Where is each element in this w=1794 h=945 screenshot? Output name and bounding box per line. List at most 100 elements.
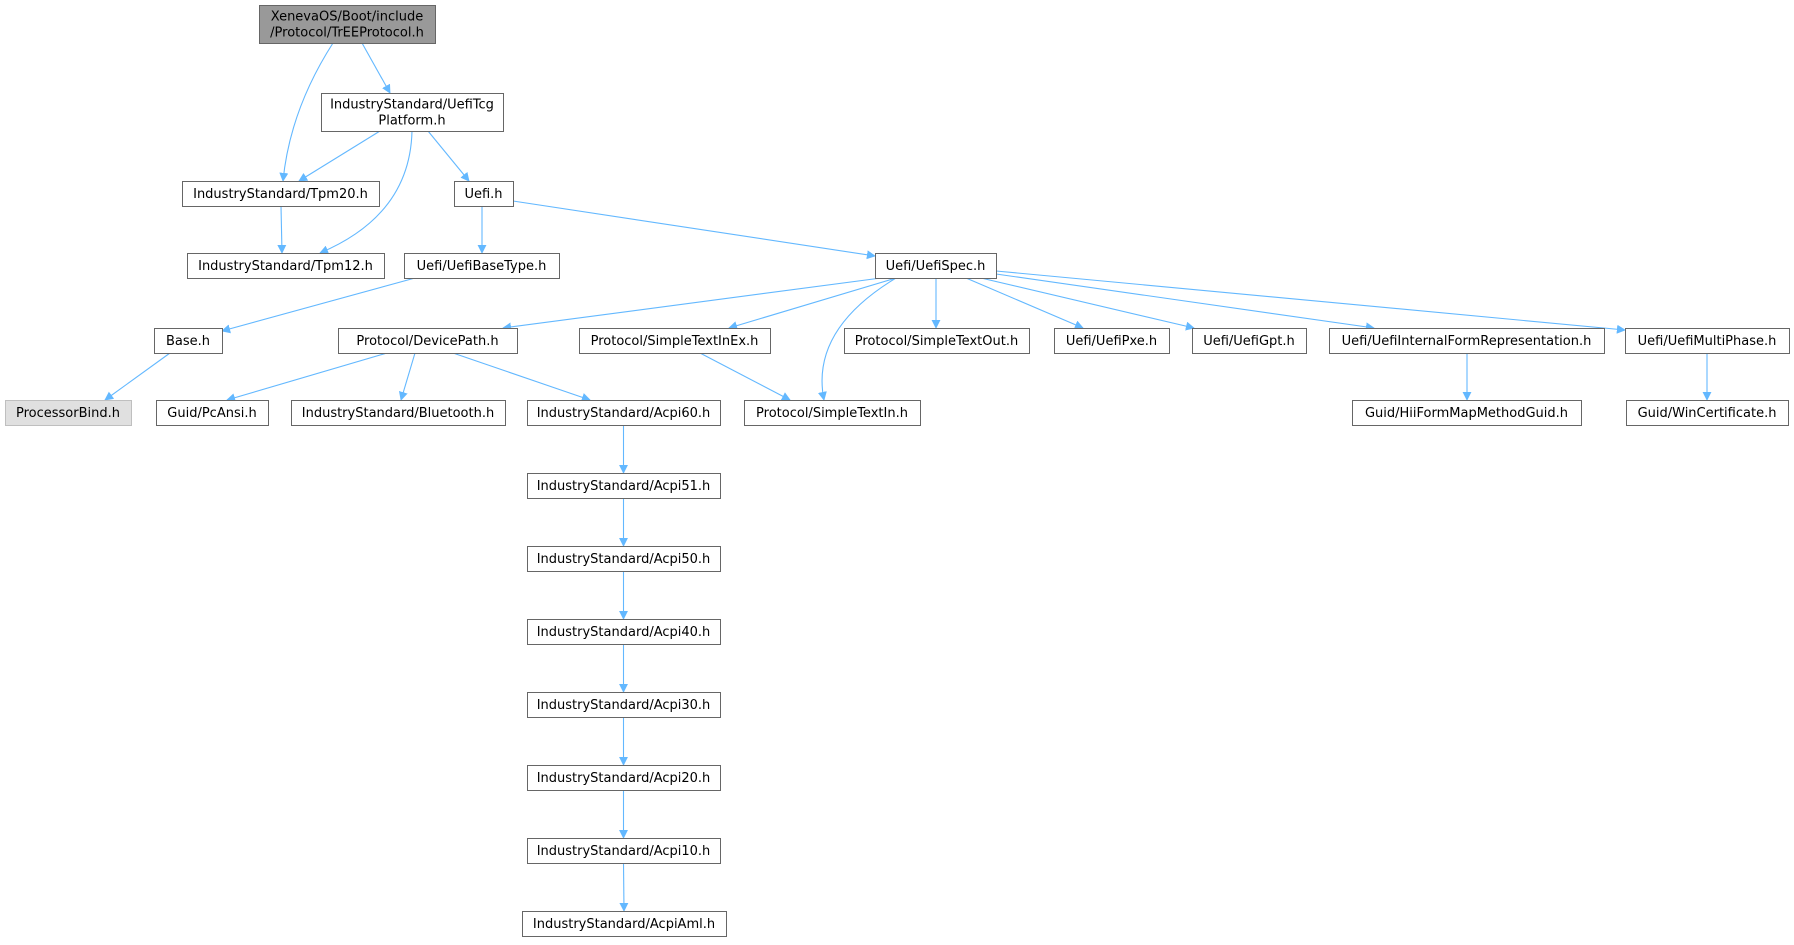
edge-tcg-to-tpm12 [319, 130, 413, 254]
edge-devpath-to-acpi60 [452, 352, 591, 402]
edge-spec-to-devpath [502, 277, 882, 332]
node-box[interactable] [527, 692, 721, 718]
node-label: Guid/HiiFormMapMethodGuid.h [1365, 406, 1568, 421]
node-box[interactable] [1192, 328, 1307, 354]
node-label: Uefi/UefiInternalFormRepresentation.h [1342, 334, 1592, 349]
edge-tpm20-to-tpm12 [277, 205, 287, 254]
node-acpi20[interactable]: IndustryStandard/Acpi20.h [527, 765, 721, 791]
node-box[interactable] [527, 838, 721, 864]
node-box[interactable] [875, 253, 997, 279]
edge-devpath-to-pcansi [226, 352, 388, 403]
node-box[interactable] [527, 765, 721, 791]
node-box[interactable] [1626, 400, 1789, 426]
node-label: Platform.h [378, 114, 445, 129]
node-basetype[interactable]: Uefi/UefiBaseType.h [404, 253, 560, 279]
node-label: IndustryStandard/Acpi40.h [537, 625, 711, 640]
node-uefi[interactable]: Uefi.h [454, 181, 514, 207]
node-ifr[interactable]: Uefi/UefiInternalFormRepresentation.h [1329, 328, 1605, 354]
node-root[interactable]: XenevaOS/Boot/include/Protocol/TrEEProto… [259, 5, 436, 44]
node-box[interactable] [154, 328, 223, 354]
edge-spec-to-sti [818, 277, 897, 401]
edge-acpi10-to-acpiaml [619, 862, 629, 912]
node-box[interactable] [527, 400, 721, 426]
node-label: ProcessorBind.h [16, 406, 120, 421]
node-box[interactable] [5, 400, 132, 426]
node-label: Uefi/UefiBaseType.h [417, 259, 547, 274]
edge-spec-to-gpt [980, 277, 1195, 331]
edge-tcg-to-tpm20 [298, 130, 381, 182]
node-bt[interactable]: IndustryStandard/Bluetooth.h [291, 400, 506, 426]
edges [104, 42, 1712, 912]
node-box[interactable] [187, 253, 385, 279]
node-tpm20[interactable]: IndustryStandard/Tpm20.h [182, 181, 380, 207]
node-label: IndustryStandard/Acpi10.h [537, 844, 711, 859]
edge-basetype-to-base [221, 277, 416, 334]
node-box[interactable] [844, 328, 1030, 354]
edge-tcg-to-uefi [427, 130, 470, 182]
node-label: Protocol/SimpleTextIn.h [756, 406, 908, 421]
edge-devpath-to-bt [398, 352, 416, 401]
node-acpi60[interactable]: IndustryStandard/Acpi60.h [527, 400, 721, 426]
node-box[interactable] [1625, 328, 1790, 354]
node-box[interactable] [338, 328, 518, 354]
node-pxe[interactable]: Uefi/UefiPxe.h [1054, 328, 1170, 354]
node-box[interactable] [321, 93, 504, 132]
node-box[interactable] [527, 473, 721, 499]
node-box[interactable] [454, 181, 514, 207]
edge-spec-to-multi [995, 270, 1626, 334]
node-label: IndustryStandard/Acpi51.h [537, 479, 711, 494]
node-label: Guid/PcAnsi.h [167, 406, 256, 421]
node-label: Uefi/UefiSpec.h [886, 259, 986, 274]
node-stiex[interactable]: Protocol/SimpleTextInEx.h [579, 328, 771, 354]
node-label: Uefi/UefiPxe.h [1066, 334, 1157, 349]
node-hiiform[interactable]: Guid/HiiFormMapMethodGuid.h [1352, 400, 1582, 426]
node-box[interactable] [579, 328, 771, 354]
node-base[interactable]: Base.h [154, 328, 223, 354]
node-acpi10[interactable]: IndustryStandard/Acpi10.h [527, 838, 721, 864]
node-box[interactable] [404, 253, 560, 279]
node-acpiaml[interactable]: IndustryStandard/AcpiAml.h [522, 911, 727, 937]
node-label: IndustryStandard/Bluetooth.h [302, 406, 494, 421]
node-box[interactable] [522, 911, 727, 937]
node-box[interactable] [527, 546, 721, 572]
node-acpi40[interactable]: IndustryStandard/Acpi40.h [527, 619, 721, 645]
node-multi[interactable]: Uefi/UefiMultiPhase.h [1625, 328, 1790, 354]
node-wincert[interactable]: Guid/WinCertificate.h [1626, 400, 1789, 426]
node-label: IndustryStandard/Acpi30.h [537, 698, 711, 713]
node-spec[interactable]: Uefi/UefiSpec.h [875, 253, 997, 279]
edge-spec-to-ifr [995, 273, 1375, 332]
node-label: Base.h [166, 334, 210, 349]
node-label: Uefi/UefiMultiPhase.h [1638, 334, 1777, 349]
node-acpi51[interactable]: IndustryStandard/Acpi51.h [527, 473, 721, 499]
node-box[interactable] [744, 400, 921, 426]
node-box[interactable] [156, 400, 269, 426]
node-label: IndustryStandard/UefiTcg [330, 98, 494, 113]
node-acpi50[interactable]: IndustryStandard/Acpi50.h [527, 546, 721, 572]
node-sto[interactable]: Protocol/SimpleTextOut.h [844, 328, 1030, 354]
node-box[interactable] [259, 5, 436, 44]
node-label: IndustryStandard/Acpi60.h [537, 406, 711, 421]
node-box[interactable] [1054, 328, 1170, 354]
edge-root-to-tcg [361, 42, 391, 94]
node-procbind[interactable]: ProcessorBind.h [5, 400, 132, 426]
node-devpath[interactable]: Protocol/DevicePath.h [338, 328, 518, 354]
node-tpm12[interactable]: IndustryStandard/Tpm12.h [187, 253, 385, 279]
node-label: XenevaOS/Boot/include [271, 10, 423, 25]
node-pcansi[interactable]: Guid/PcAnsi.h [156, 400, 269, 426]
edge-base-to-procbind [104, 352, 171, 401]
node-box[interactable] [527, 619, 721, 645]
node-label: IndustryStandard/AcpiAml.h [533, 917, 715, 932]
node-box[interactable] [1329, 328, 1605, 354]
node-label: Uefi.h [464, 187, 502, 202]
node-label: IndustryStandard/Tpm20.h [193, 187, 368, 202]
node-label: Protocol/SimpleTextOut.h [855, 334, 1018, 349]
node-sti[interactable]: Protocol/SimpleTextIn.h [744, 400, 921, 426]
node-acpi30[interactable]: IndustryStandard/Acpi30.h [527, 692, 721, 718]
node-box[interactable] [291, 400, 506, 426]
node-label: Protocol/DevicePath.h [356, 334, 498, 349]
node-gpt[interactable]: Uefi/UefiGpt.h [1192, 328, 1307, 354]
node-box[interactable] [182, 181, 380, 207]
node-box[interactable] [1352, 400, 1582, 426]
